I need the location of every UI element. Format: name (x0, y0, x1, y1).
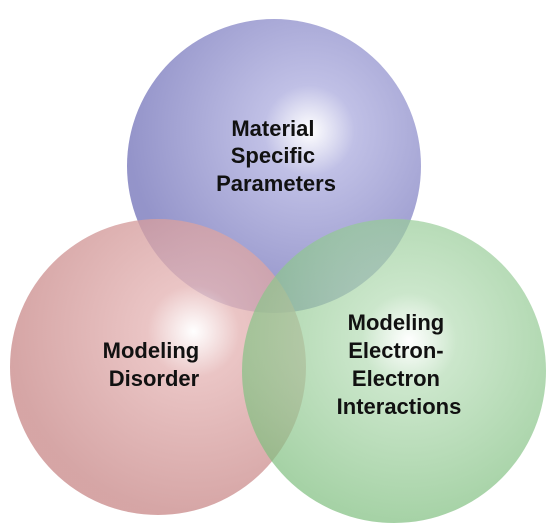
label-electron: Modeling Electron- Electron Interactions (337, 310, 462, 419)
label-material: Material Specific Parameters (216, 116, 336, 196)
set-circle-electron (242, 219, 546, 523)
set-circle-disorder (10, 219, 306, 515)
label-disorder: Modeling Disorder (103, 338, 206, 391)
